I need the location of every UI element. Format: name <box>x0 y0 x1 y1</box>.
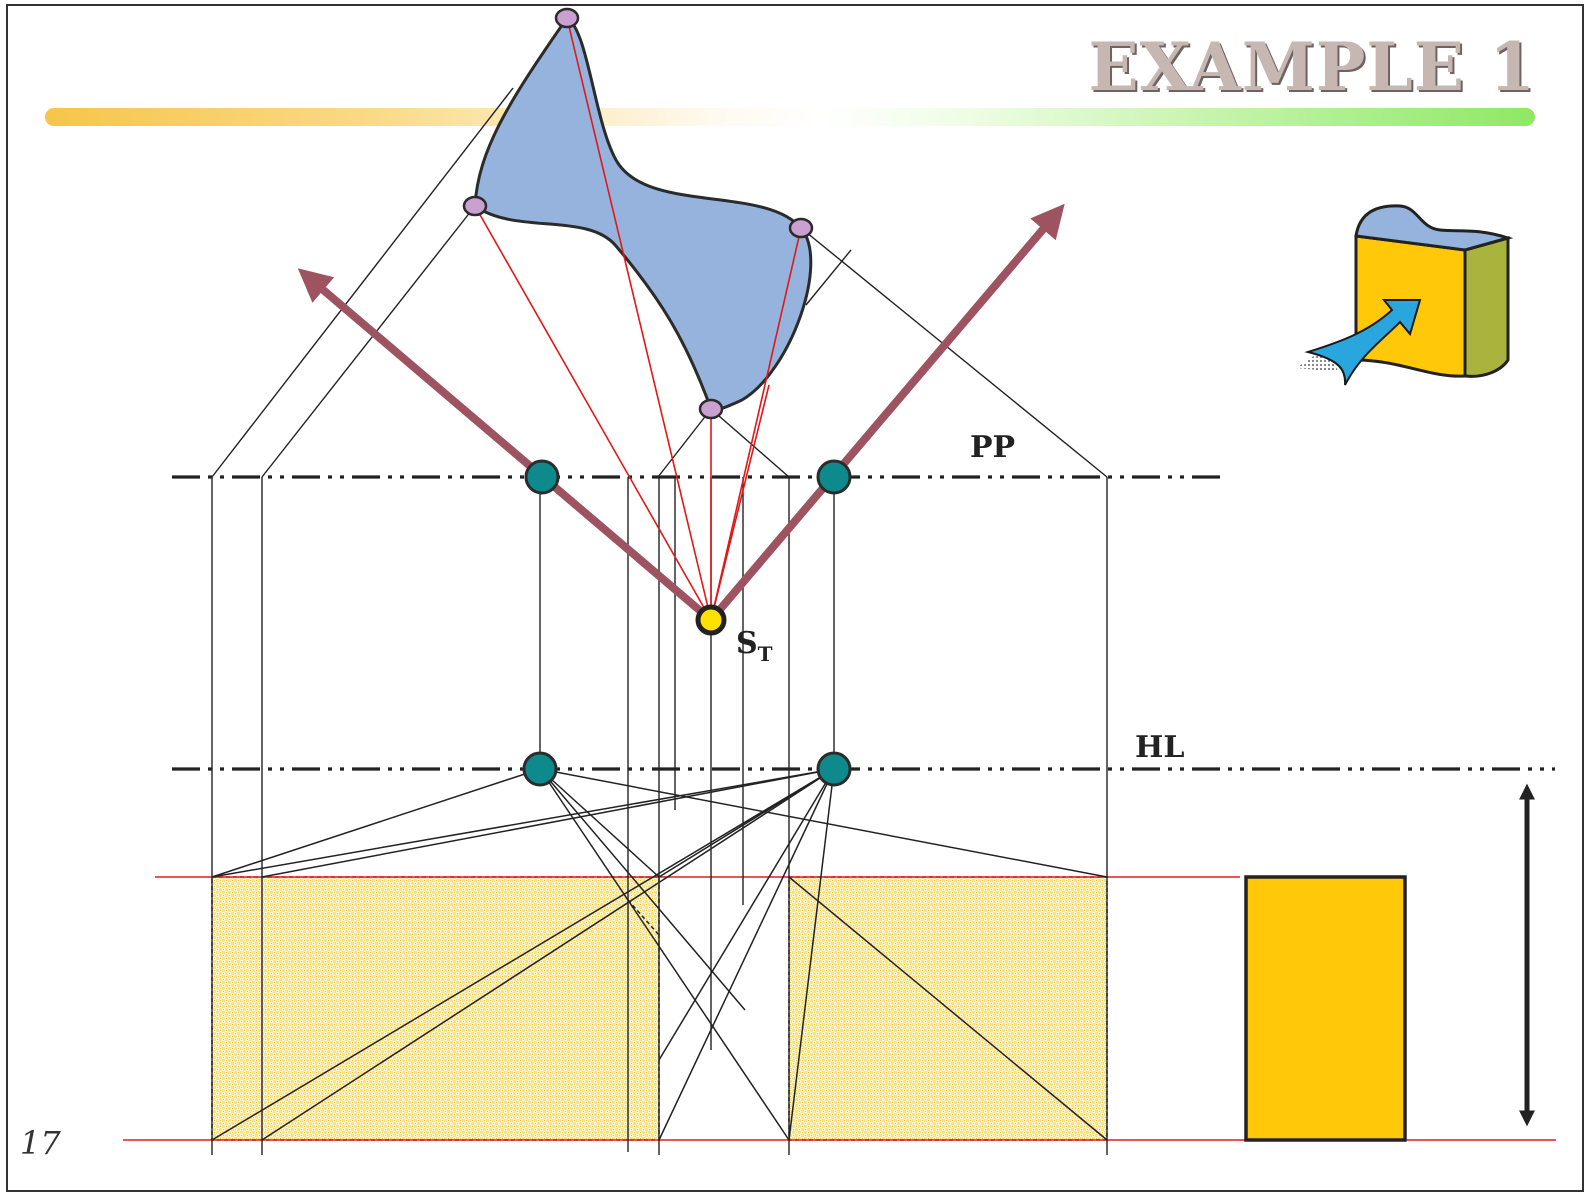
vanishing-points <box>522 459 852 787</box>
slide-number: 17 <box>20 1124 61 1162</box>
plan-projector-lines <box>211 87 1108 478</box>
elevation-block <box>1244 875 1407 1142</box>
horizon-line-label: HL <box>1135 730 1185 765</box>
object-3d-icon <box>1296 204 1514 386</box>
slide-border <box>6 4 1584 1192</box>
left-direction-arrow <box>297 268 714 624</box>
visual-rays <box>474 17 802 621</box>
plan-shape <box>473 16 813 413</box>
right-direction-arrow <box>707 203 1065 623</box>
station-point-subscript: T <box>757 642 773 666</box>
vanishing-rays <box>211 768 1108 1141</box>
picture-plane-label: PP <box>970 430 1016 465</box>
station-point-letter: S <box>736 626 758 661</box>
slide-title: EXAMPLE 1 <box>1088 28 1536 106</box>
station-point-label: ST <box>736 626 773 666</box>
station-point <box>695 604 727 636</box>
plan-vertex-markers <box>462 7 814 420</box>
title-bar <box>45 108 1535 126</box>
